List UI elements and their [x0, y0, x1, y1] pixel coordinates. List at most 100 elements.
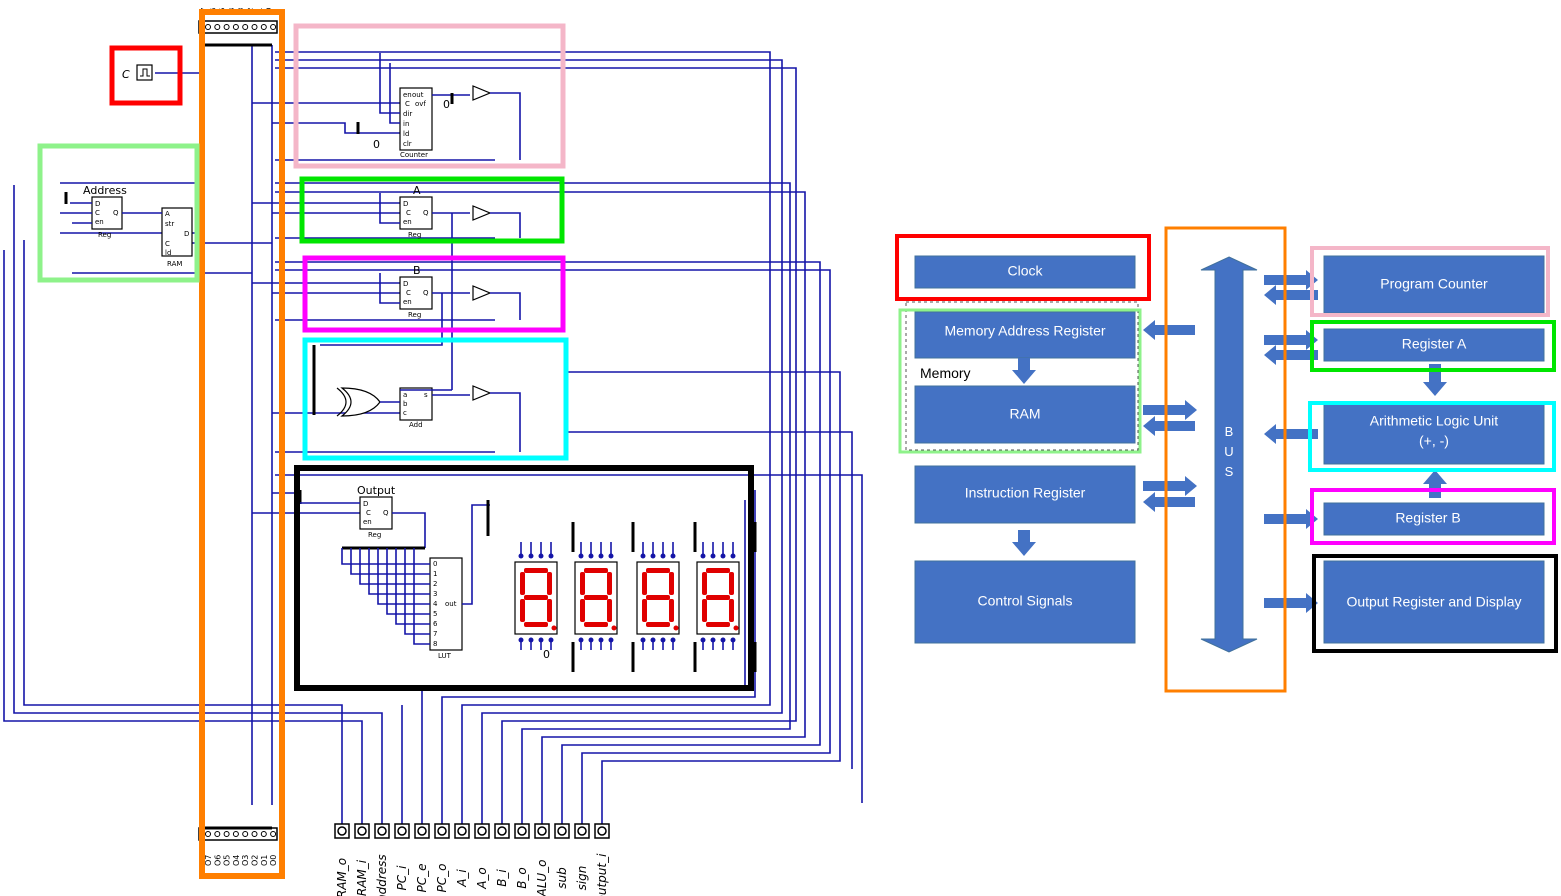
control-signal-label: RAM_o	[335, 858, 349, 896]
svg-text:Reg: Reg	[368, 531, 381, 539]
reg-b-block-outline	[1310, 488, 1556, 545]
bus-pin	[232, 24, 239, 30]
svg-text:Q: Q	[423, 209, 429, 217]
svg-text:s: s	[424, 391, 428, 399]
svg-text:Output Register and Display: Output Register and Display	[1346, 594, 1521, 610]
decimal-point	[551, 625, 557, 631]
seven-segment-digit	[514, 522, 575, 672]
lut-wire	[377, 548, 430, 605]
bus-bottom-label: O2	[251, 855, 260, 866]
segment	[702, 599, 707, 622]
address-outline	[37, 143, 200, 283]
svg-text:Q: Q	[383, 509, 389, 517]
bus-pin	[214, 831, 221, 837]
svg-text:Control Signals: Control Signals	[978, 593, 1073, 609]
register-a-circuit: A D C en Q Reg	[379, 184, 521, 390]
lut-wire	[341, 548, 430, 565]
segment	[702, 572, 707, 595]
segment	[520, 572, 525, 595]
svg-text:Reg: Reg	[408, 311, 421, 319]
svg-text:ld: ld	[165, 249, 171, 257]
svg-text:Reg: Reg	[408, 231, 421, 239]
bus-pin	[223, 831, 230, 837]
lut-input-label: 2	[433, 580, 437, 588]
svg-text:S: S	[1225, 464, 1234, 479]
svg-text:C: C	[405, 100, 410, 108]
output-outline	[294, 465, 754, 691]
svg-text:C: C	[366, 509, 371, 517]
segment	[706, 622, 730, 627]
bus-pin	[232, 831, 239, 837]
svg-text:Add: Add	[409, 421, 423, 429]
segment	[669, 599, 674, 622]
svg-text:A: A	[413, 184, 421, 197]
lut-input-label: 0	[433, 560, 437, 568]
segment	[584, 622, 608, 627]
svg-text:0: 0	[373, 138, 380, 151]
lut-input-label: 7	[433, 630, 437, 638]
segment	[580, 572, 585, 595]
svg-text:C: C	[95, 209, 100, 217]
svg-text:Program Counter: Program Counter	[1380, 276, 1488, 292]
svg-text:C: C	[122, 68, 130, 81]
bus-pin	[223, 24, 230, 30]
segment	[524, 622, 548, 627]
bus-pin	[214, 24, 221, 30]
register-a-block: Register A	[1323, 328, 1545, 362]
svg-text:D: D	[403, 280, 408, 288]
bus-pin	[270, 24, 277, 30]
svg-text:D: D	[363, 500, 368, 508]
segment	[607, 572, 612, 595]
segment	[642, 599, 647, 622]
lut-wire	[404, 548, 430, 635]
program-counter-circuit: en out C ovf dir in ld clr Counter 0 0	[356, 53, 521, 160]
control-signal-label: B_i	[495, 869, 509, 887]
left-column-arrows	[1012, 358, 1036, 556]
bus-right-arrows	[1264, 270, 1318, 613]
control-pin: PC_e	[414, 823, 430, 893]
svg-text:Arithmetic Logic Unit: Arithmetic Logic Unit	[1370, 413, 1498, 429]
svg-text:c: c	[403, 409, 407, 417]
control-signal-label: PC_i	[395, 865, 409, 891]
register-b-outline	[302, 255, 566, 333]
register-b-block: Register B	[1323, 502, 1545, 536]
control-signal-label: ALU_o	[535, 859, 549, 896]
bus-pin	[242, 831, 249, 837]
bus-pin	[251, 24, 258, 30]
svg-text:Counter: Counter	[400, 151, 428, 159]
svg-text:C: C	[406, 289, 411, 297]
lut-input-label: 8	[433, 640, 437, 648]
bus-pin	[205, 831, 211, 837]
clock-block-outline	[895, 234, 1151, 301]
control-pin: sub	[554, 823, 570, 889]
seven-segment-displays	[514, 522, 757, 672]
pc-block-outline	[1310, 246, 1550, 317]
segment	[524, 595, 548, 600]
segment	[524, 568, 548, 573]
bus-taps	[60, 72, 495, 514]
decimal-point	[611, 625, 617, 631]
bus-block-outline	[1164, 226, 1287, 693]
svg-text:Register A: Register A	[1402, 336, 1467, 352]
svg-text:(+, -): (+, -)	[1419, 433, 1449, 449]
seven-segment-digit	[696, 522, 757, 672]
svg-text:Output: Output	[357, 484, 396, 497]
segment	[646, 622, 670, 627]
decimal-point	[673, 625, 679, 631]
alu-circuit: a b c s Add	[312, 345, 521, 452]
svg-text:Memory Address Register: Memory Address Register	[944, 323, 1105, 339]
control-pin: PC_i	[394, 823, 410, 891]
control-signal-label: output_i	[595, 853, 609, 896]
svg-text:LUT: LUT	[438, 652, 452, 660]
svg-text:B: B	[1225, 424, 1234, 439]
control-signal-label: B_o	[515, 867, 529, 889]
segment	[729, 572, 734, 595]
circuit-highlight-outlines	[37, 9, 754, 879]
svg-text:str: str	[165, 220, 174, 228]
block-highlight-outlines	[895, 226, 1558, 693]
segment	[646, 568, 670, 573]
bus-backbone	[198, 20, 278, 841]
